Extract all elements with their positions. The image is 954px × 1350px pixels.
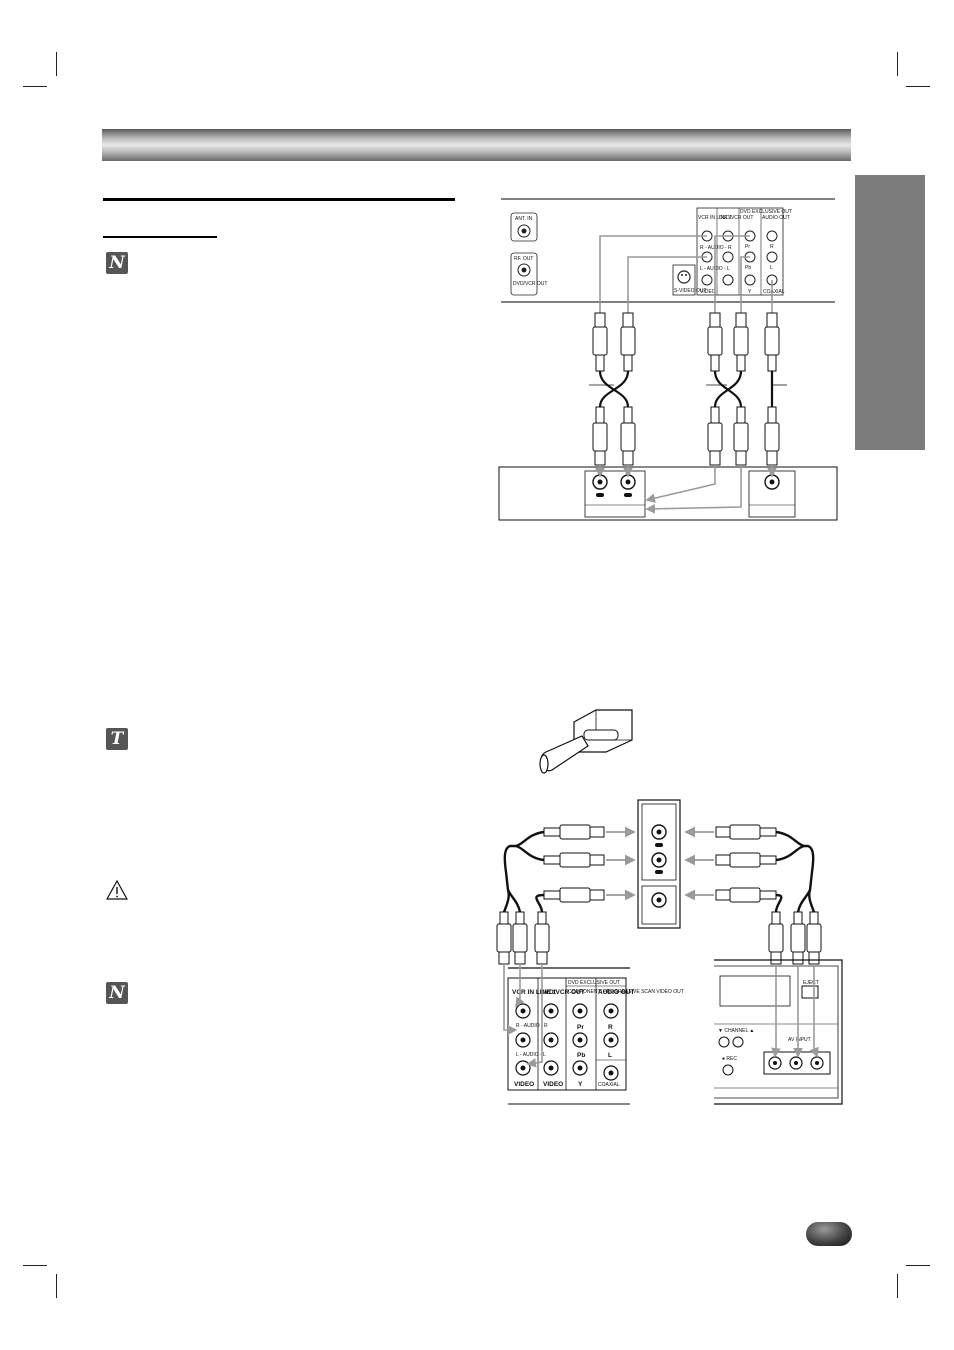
rf-out-jack: RF. OUT DVD/VCR OUT <box>510 252 547 296</box>
l-label: L <box>770 265 773 271</box>
pb-label: Pb <box>745 265 751 271</box>
r-audio-label: R - AUDIO - R <box>700 245 732 251</box>
pr-label: Pr <box>577 1024 584 1031</box>
crop-mark <box>897 1274 898 1298</box>
r-audio-label: R - AUDIO - R <box>516 1023 548 1029</box>
channel-label: ▼ CHANNEL ▲ <box>718 1028 754 1034</box>
coaxial-label: COAXIAL <box>598 1082 620 1088</box>
l-label: L <box>608 1052 612 1059</box>
rf-out-label: RF. OUT <box>514 256 533 262</box>
note-icon: N <box>106 982 128 1004</box>
camcorder-connection-diagram: VCR IN LINE 1 DVD/VCR OUT DVD EXCLUSIVE … <box>496 799 843 1105</box>
camcorder-front-panel: EJECT ▼ CHANNEL ▲ ● REC AV INPUT <box>714 959 843 1105</box>
av-jack-strip <box>651 824 667 908</box>
y-label: Y <box>748 289 752 295</box>
coaxial-label: COAXIAL <box>763 289 785 295</box>
page-number-badge <box>806 1222 852 1246</box>
dvd-vcr-out-col-label: DVD/VCR OUT <box>719 215 753 221</box>
vcr-in-line1-label: VCR IN LINE 1 <box>698 215 732 221</box>
top-jacks <box>701 230 778 286</box>
dvd-exclusive-out-label: DVD EXCLUSIVE OUT <box>740 209 792 215</box>
audio-out-label: AUDIO OUT <box>762 215 790 221</box>
rca-plugs-top <box>592 312 780 372</box>
l-audio-label: L - AUDIO - L <box>516 1052 546 1058</box>
crop-mark <box>23 1265 47 1266</box>
pb-label: Pb <box>577 1052 585 1059</box>
pr-label: Pr <box>745 244 750 250</box>
crop-mark <box>56 1274 57 1298</box>
av-input-label: AV INPUT <box>788 1037 811 1043</box>
tv-audio-jacks <box>592 474 780 497</box>
r-label: R <box>770 244 774 250</box>
dvd-vcr-out-label: DVD/VCR OUT <box>540 989 585 996</box>
rec-label: ● REC <box>722 1056 737 1062</box>
s-video-label: S-VIDEO OUT <box>674 288 707 294</box>
crop-mark <box>906 1265 930 1266</box>
r-label: R <box>608 1024 613 1031</box>
dvd-vcr-out-label: DVD/VCR OUT <box>513 281 547 287</box>
video-label: VIDEO <box>543 1081 563 1088</box>
note-icon: N <box>106 252 128 274</box>
eject-label: EJECT <box>803 980 819 986</box>
section-side-tab <box>855 175 925 450</box>
dvd-exclusive-out-label: DVD EXCLUSIVE OUT <box>568 980 620 986</box>
y-label: Y <box>578 1081 583 1088</box>
crop-mark <box>906 86 930 87</box>
cable-cleaning-illustration <box>539 709 633 774</box>
subheading-rule <box>103 236 217 238</box>
audio-out-label: AUDIO OUT <box>598 989 635 996</box>
video-label: VIDEO <box>514 1081 534 1088</box>
ant-in-label: ANT. IN <box>515 216 533 222</box>
ant-in-jack: ANT. IN <box>510 212 538 242</box>
rear-panel-jacks <box>515 1003 619 1081</box>
vcr-in-line1-label: VCR IN LINE 1 <box>512 989 556 996</box>
rca-plugs-bottom <box>592 406 780 466</box>
caution-icon <box>105 879 129 901</box>
component-label: COMPONENT/ PROGRESSIVE SCAN VIDEO OUT <box>568 989 684 995</box>
crop-mark <box>56 52 57 76</box>
tip-icon: T <box>106 728 128 750</box>
heading-rule <box>103 198 455 201</box>
video-label: VIDEO <box>700 289 716 295</box>
crop-mark <box>23 86 47 87</box>
section-header-bar <box>102 129 851 161</box>
s-video-jack: S-VIDEO OUT <box>672 264 707 296</box>
tv-connection-diagram: ANT. IN RF. OUT DVD/VCR OUT VCR IN LINE … <box>498 198 838 521</box>
crop-mark <box>897 52 898 76</box>
